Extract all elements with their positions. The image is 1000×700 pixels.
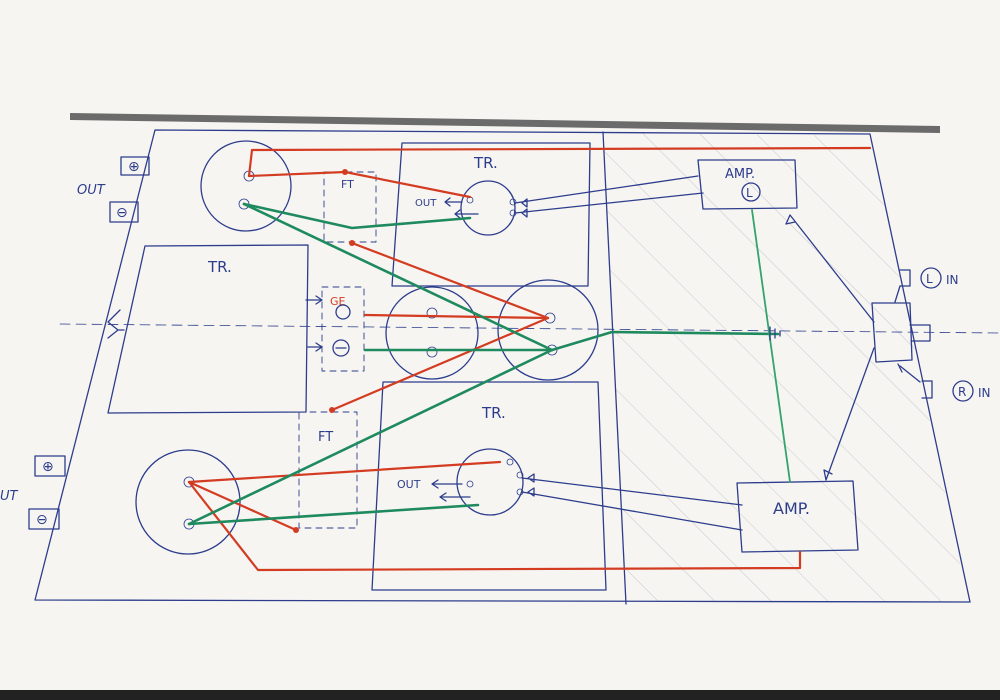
paper-edge-band xyxy=(70,113,940,133)
transformer-top-label: TR. xyxy=(473,154,498,172)
green-wires xyxy=(187,202,791,526)
transformer-bottom-box: TR. xyxy=(371,381,607,591)
input-left-channel: L xyxy=(926,272,933,286)
output-top-negative-terminal xyxy=(109,201,139,223)
hatched-region xyxy=(603,132,968,602)
transformer-bottom-label: TR. xyxy=(481,404,506,422)
input-left-suffix: IN xyxy=(946,273,959,287)
transformer-left-box: TR. xyxy=(107,244,309,414)
capacitor-top-left xyxy=(200,140,292,232)
desk-edge xyxy=(0,690,1000,700)
output-bottom-negative-terminal xyxy=(28,508,60,530)
psu-positive-terminal-icon xyxy=(335,304,351,320)
chassis-outline xyxy=(34,129,1000,605)
capacitor-center-right xyxy=(497,279,599,381)
transformer-left-label: TR. xyxy=(207,258,232,276)
minus-icon: ⊖ xyxy=(36,512,48,528)
filter-top-label: FT xyxy=(341,178,354,191)
plus-icon: ⊕ xyxy=(42,459,54,475)
out-internal-bottom-label: OUT xyxy=(397,478,421,491)
out-internal-top-label: OUT xyxy=(415,198,437,209)
transformer-top-box: TR. xyxy=(391,142,591,287)
amp-right-box: AMP. xyxy=(736,480,859,553)
input-block: L IN R IN xyxy=(871,267,991,402)
input-right-channel: R xyxy=(958,385,966,399)
capacitors xyxy=(135,140,599,555)
output-terminals-bottom: ⊕ ⊖ UT xyxy=(0,455,66,530)
plus-icon: ⊕ xyxy=(128,159,140,175)
output-top-label: OUT xyxy=(77,183,106,198)
output-bottom-label: UT xyxy=(0,489,19,504)
output-socket-bottom: OUT xyxy=(397,448,524,516)
psu-negative-terminal-icon xyxy=(332,339,350,357)
capacitor-bottom-left xyxy=(135,449,241,555)
input-right-jack-icon xyxy=(952,380,974,402)
input-right-suffix: IN xyxy=(978,386,991,400)
output-terminals-top: ⊕ ⊖ OUT xyxy=(77,156,150,223)
red-wires xyxy=(187,146,872,572)
input-left-jack-icon xyxy=(920,267,942,289)
filter-bottom-label: FT xyxy=(318,430,333,445)
amp-left-label: AMP. xyxy=(725,167,755,182)
capacitor-center-left xyxy=(385,286,479,380)
signal-wires xyxy=(107,175,903,531)
psu-terminal-block: GE xyxy=(305,286,365,372)
output-bottom-positive-terminal xyxy=(34,455,66,477)
psu-positive-label: GE xyxy=(330,295,346,308)
output-socket-top: OUT xyxy=(415,180,517,236)
amp-left-channel-label: L xyxy=(746,186,753,200)
amp-right-label: AMP. xyxy=(773,499,810,518)
minus-icon: ⊖ xyxy=(116,205,128,221)
output-top-positive-terminal xyxy=(120,156,150,176)
